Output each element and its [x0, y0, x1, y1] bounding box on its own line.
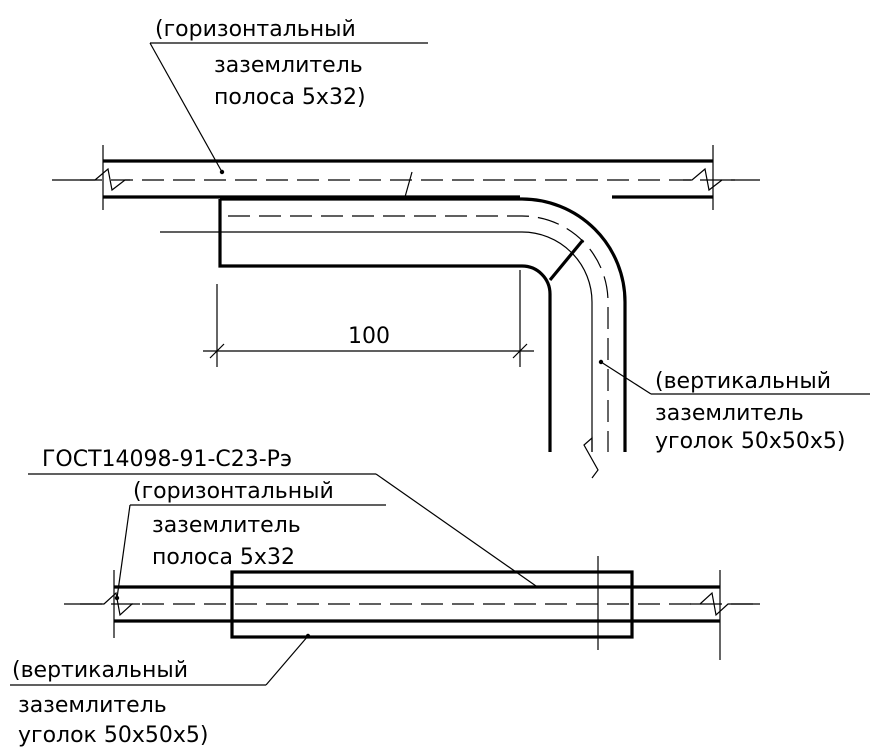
dim-tick	[209, 343, 225, 359]
break-symbol-right	[690, 591, 760, 617]
angle-note-line2: заземлитель	[655, 401, 804, 426]
leader-dot	[114, 595, 120, 601]
standard-label: ГОСТ14098-91-С23-Рэ	[42, 447, 292, 472]
break-symbol-left	[64, 591, 140, 617]
leader-dot	[219, 169, 225, 175]
angle-break-symbol	[583, 436, 599, 479]
angle-note-line1: (вертикальный	[655, 369, 831, 394]
break-symbol-right	[683, 167, 760, 192]
leader-dot	[305, 633, 311, 639]
strip-leader-tick	[404, 171, 413, 198]
angle-note-line2: заземлитель	[18, 693, 167, 718]
strip-note-leader	[116, 504, 131, 599]
bend-weld-mark	[548, 238, 585, 282]
standard-leader	[375, 473, 537, 587]
dimension-value: 100	[348, 324, 390, 349]
angle-note-line3: уголок 50x50x5)	[655, 429, 845, 454]
strip-note-leader	[149, 42, 223, 173]
dim-tick	[512, 343, 528, 359]
leader-dot	[598, 359, 604, 365]
angle-body	[230, 570, 634, 639]
strip-note-line2: заземлитель	[214, 53, 363, 78]
angle-note-line1: (вертикальный	[12, 658, 188, 683]
strip-note-line3: полоса 5x32	[152, 545, 295, 570]
angle-note-leader	[600, 361, 652, 395]
strip-note-line1: (горизонтальный	[155, 17, 356, 42]
top-view: 100 (горизонтальный заземлитель полоса 5…	[52, 17, 870, 479]
bottom-view: ГОСТ14098-91-С23-Рэ (горизонтальный зазе…	[10, 447, 760, 748]
strip-note-line1: (горизонтальный	[133, 479, 334, 504]
angle-note-line3: уголок 50x50x5)	[18, 723, 208, 748]
angle-outline	[218, 199, 552, 452]
strip-note-line2: заземлитель	[152, 513, 301, 538]
strip-note-line3: полоса 5x32)	[214, 85, 366, 110]
angle-outer-edge	[220, 197, 627, 452]
break-symbol-left	[52, 167, 130, 192]
angle-note-leader	[265, 635, 309, 686]
